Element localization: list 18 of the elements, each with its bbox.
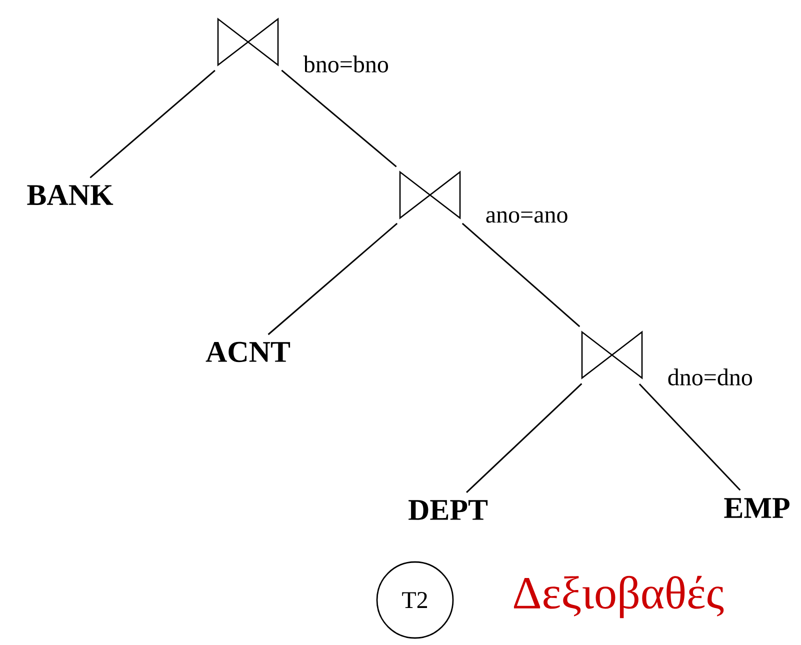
tree-edge <box>268 222 398 336</box>
relation-name: EMP <box>724 498 790 518</box>
join-symbol <box>581 330 643 380</box>
tree-edge <box>638 383 741 491</box>
join-symbol <box>217 18 279 66</box>
relation-name: BANK <box>27 185 114 205</box>
join-condition: bno=bno <box>303 56 388 72</box>
tree-edge <box>466 383 582 493</box>
join-condition: ano=ano <box>486 211 568 223</box>
tree-edge <box>281 70 397 168</box>
tree-edge <box>90 70 216 178</box>
note: Δεξιοβαθές <box>514 576 724 618</box>
tree-edge <box>462 222 580 328</box>
join-condition: dno=dno <box>668 368 752 386</box>
relation-name: ACNT <box>206 342 290 362</box>
join-symbol <box>399 170 461 220</box>
relation-name: DEPT <box>408 500 488 520</box>
circle-label: T2 <box>376 561 454 639</box>
